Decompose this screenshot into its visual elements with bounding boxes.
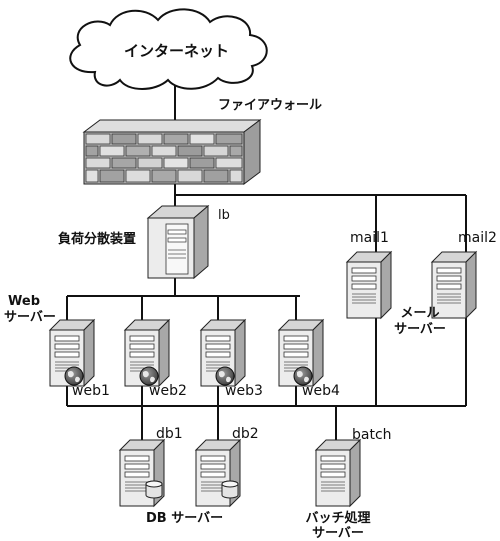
db-group-label: DB サーバー bbox=[146, 511, 224, 526]
internet-label: インターネット bbox=[124, 42, 230, 60]
web4-label: web4 bbox=[302, 383, 340, 399]
mail2-label: mail2 bbox=[458, 230, 497, 246]
server-web1-icon bbox=[49, 319, 95, 387]
firewall-icon bbox=[82, 119, 262, 185]
batch-group-label-line1: バッチ処理 bbox=[305, 511, 371, 526]
batch-group-label-line2: サーバー bbox=[312, 526, 364, 541]
db1-label: db1 bbox=[156, 426, 183, 442]
server-web2-icon bbox=[124, 319, 170, 387]
server-db2-icon bbox=[195, 439, 241, 507]
web-group-label-line1: Web bbox=[8, 294, 40, 309]
load-balancer-label: 負荷分散装置 bbox=[58, 232, 137, 247]
web2-label: web2 bbox=[149, 383, 187, 399]
firewall-label: ファイアウォール bbox=[218, 98, 323, 113]
mail1-label: mail1 bbox=[350, 230, 389, 246]
load-balancer-icon bbox=[146, 204, 210, 280]
mail-group-label-line1: メール bbox=[400, 306, 440, 321]
server-web3-icon bbox=[200, 319, 246, 387]
mail-group-label-line2: サーバー bbox=[394, 322, 446, 337]
server-db1-icon bbox=[119, 439, 165, 507]
web3-label: web3 bbox=[225, 383, 263, 399]
server-web4-icon bbox=[278, 319, 324, 387]
internet-cloud bbox=[69, 8, 268, 90]
connection-lines bbox=[66, 80, 467, 440]
db2-label: db2 bbox=[232, 426, 259, 442]
web-group-label-line2: サーバー bbox=[4, 310, 56, 325]
web1-label: web1 bbox=[72, 383, 110, 399]
lb-name-label: lb bbox=[218, 208, 230, 223]
batch-label: batch bbox=[352, 427, 392, 443]
server-batch-icon bbox=[315, 439, 361, 507]
